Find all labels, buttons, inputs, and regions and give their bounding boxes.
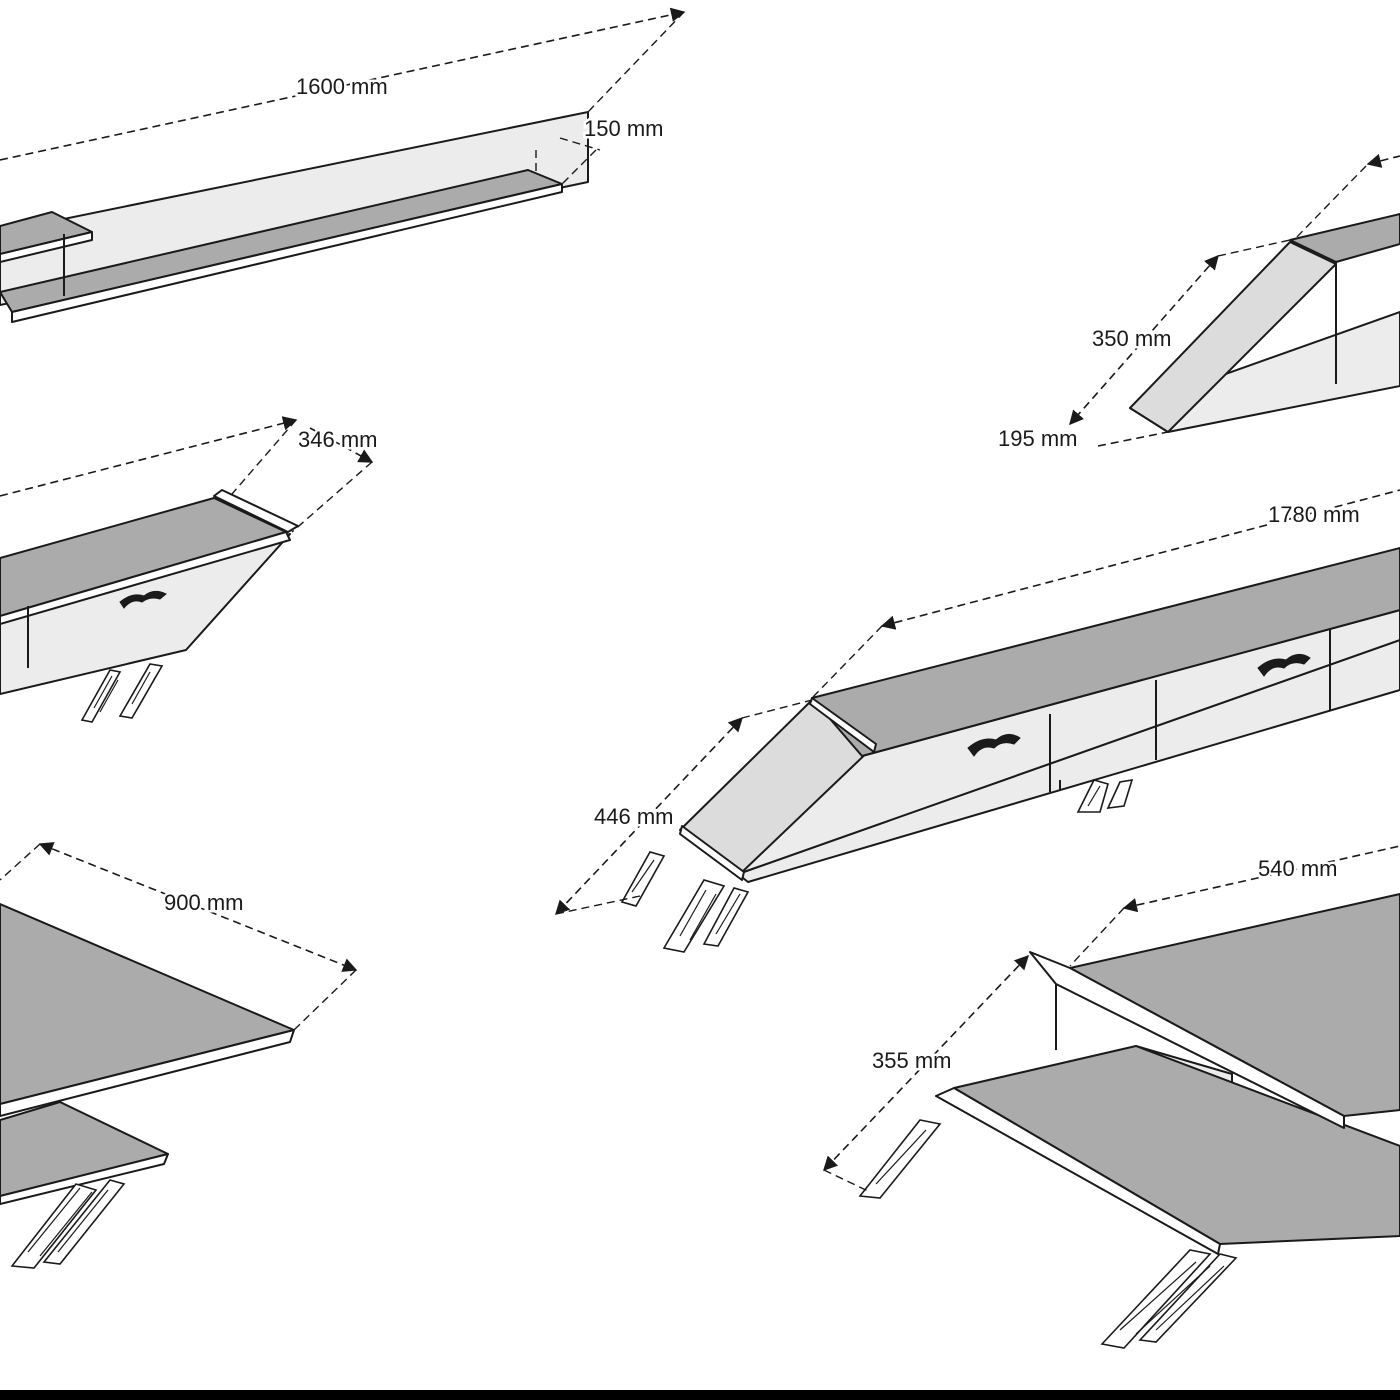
coffee-table-width-label: 540 mm [1258, 856, 1337, 881]
drawer-handle-icon [119, 590, 167, 609]
shelf-length-label: 1600 mm [296, 74, 388, 99]
wall-shelf [0, 7, 686, 323]
coffee-table-height-label: 355 mm [872, 1048, 951, 1073]
shelf-depth-label: 150 mm [584, 116, 663, 141]
drawer-handle-icon [967, 734, 1021, 757]
side-wall-unit [1069, 153, 1400, 447]
drawer-handle-icon [1257, 654, 1311, 677]
tv-unit-length-label: 1780 mm [1268, 502, 1360, 527]
table [0, 842, 358, 1269]
tv-unit [555, 489, 1400, 953]
tv-unit-height-label: 446 mm [594, 804, 673, 829]
side-unit-depth-label: 195 mm [998, 426, 1077, 451]
side-unit-height-label: 350 mm [1092, 326, 1171, 351]
coffee-table [823, 845, 1400, 1349]
bottom-bar [0, 1390, 1400, 1400]
drawer-depth-label: 346 mm [298, 427, 377, 452]
table-length-label: 900 mm [164, 890, 243, 915]
side-unit-height-dimension-line [1069, 254, 1219, 426]
drawer-cabinet [0, 416, 374, 723]
